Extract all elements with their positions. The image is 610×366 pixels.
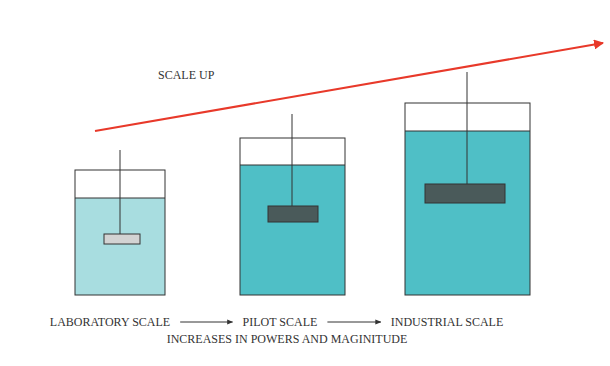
industrial-tank [405,72,530,295]
sequence-arrow [327,322,380,323]
scale-label: INDUSTRIAL SCALE [391,316,504,328]
caption-note: INCREASES IN POWERS AND MAGINITUDE [167,333,408,345]
scale-label: LABORATORY SCALE [50,316,170,328]
scale-up-arrow [95,43,603,131]
sequence-arrow [180,322,232,323]
scale-label: PILOT SCALE [243,316,318,328]
scale-up-label: SCALE UP [158,69,214,81]
pilot-tank [240,114,345,295]
laboratory-tank [75,150,165,295]
